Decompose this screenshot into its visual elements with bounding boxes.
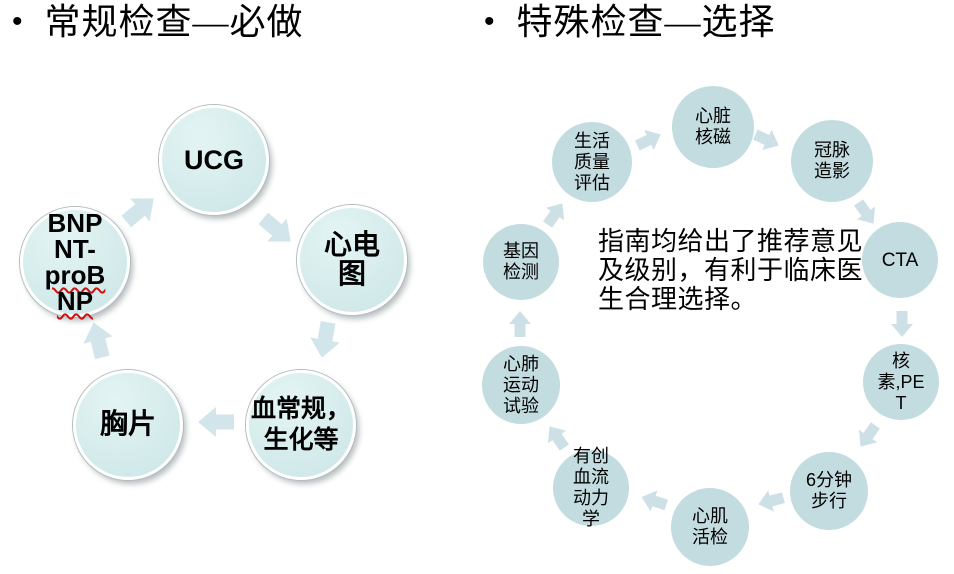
node-label: 基因 检测	[503, 241, 539, 282]
cycle-arrow-icon	[307, 320, 343, 361]
cycle-node-invasive-hemodynamics: 有创 血流 动力 学	[553, 446, 629, 529]
cycle-arrow-icon	[198, 407, 234, 437]
cycle-arrow-icon	[539, 197, 572, 231]
cycle-node-genetic-testing: 基因 检测	[483, 224, 559, 300]
bnp-line: NT-	[54, 234, 96, 264]
node-label: 心电 图	[323, 229, 380, 290]
cycle-node-coronary-angiography: 冠脉 造影	[791, 120, 873, 202]
cycle-arrow-icon	[751, 125, 784, 156]
node-label: 心肺 运动 试验	[503, 353, 539, 416]
node-label: BNP NT- proB NP	[45, 210, 106, 314]
node-label: 核 素,PE T	[877, 350, 925, 413]
cycle-arrow-icon	[509, 311, 531, 337]
cycle-arrow-icon	[254, 207, 301, 253]
cycle-node-cpet: 心肺 运动 试验	[482, 346, 560, 424]
cycle-node-six-min-walk: 6分钟 步行	[790, 452, 868, 530]
cycle-node-ucg: UCG	[159, 105, 269, 215]
node-label: CTA	[881, 249, 919, 271]
cycle-arrow-icon	[638, 487, 670, 516]
right-title: 特殊检查—选择	[516, 2, 776, 42]
cycle-node-bnp: BNP NT- proB NP	[20, 207, 130, 317]
cycle-node-nuclear-pet: 核 素,PE T	[863, 344, 939, 420]
bnp-line-misspelled: NP	[56, 286, 94, 316]
node-label: 6分钟 步行	[805, 470, 852, 511]
left-title-row: • 常规检查—必做	[12, 1, 304, 43]
node-label: 有创 血流 动力 学	[573, 446, 609, 529]
right-title-row: • 特殊检查—选择	[484, 1, 776, 43]
cycle-arrow-icon	[891, 311, 913, 337]
cycle-node-myocardial-biopsy: 心肌 活检	[671, 488, 749, 566]
cycle-node-qol-assessment: 生活 质量 评估	[552, 122, 632, 202]
cycle-node-chest-xray: 胸片	[73, 370, 183, 480]
node-label: 生活 质量 评估	[574, 130, 610, 193]
bnp-line: BNP	[47, 208, 103, 238]
cycle-node-cardiac-mri: 心脏 核磁	[672, 86, 754, 168]
cycle-arrow-icon	[852, 419, 885, 453]
node-label: 血常规， 生化等	[250, 395, 351, 454]
node-label: 冠脉 造影	[814, 140, 850, 181]
guideline-note-text: 指南均给出了推荐意见 及级别，有利于临床医 生合理选择。	[598, 227, 864, 314]
node-label: 胸片	[99, 409, 156, 441]
cycle-arrow-icon	[117, 187, 164, 233]
cycle-node-blood-tests: 血常规， 生化等	[246, 370, 356, 480]
bullet-icon: •	[12, 5, 23, 38]
bullet-icon: •	[484, 5, 495, 38]
node-label: UCG	[184, 144, 244, 175]
cycle-arrow-icon	[79, 319, 117, 361]
cycle-node-cta: CTA	[862, 222, 938, 298]
cycle-node-ecg: 心电 图	[297, 205, 407, 315]
left-title: 常规检查—必做	[44, 2, 304, 42]
cycle-arrow-icon	[756, 487, 787, 515]
node-label: 心肌 活检	[692, 506, 728, 547]
cycle-arrow-icon	[541, 420, 574, 454]
cycle-arrow-icon	[850, 196, 883, 230]
bnp-line-misspelled: proB	[44, 260, 106, 290]
node-label: 心脏 核磁	[695, 106, 731, 147]
cycle-arrow-icon	[633, 125, 666, 156]
